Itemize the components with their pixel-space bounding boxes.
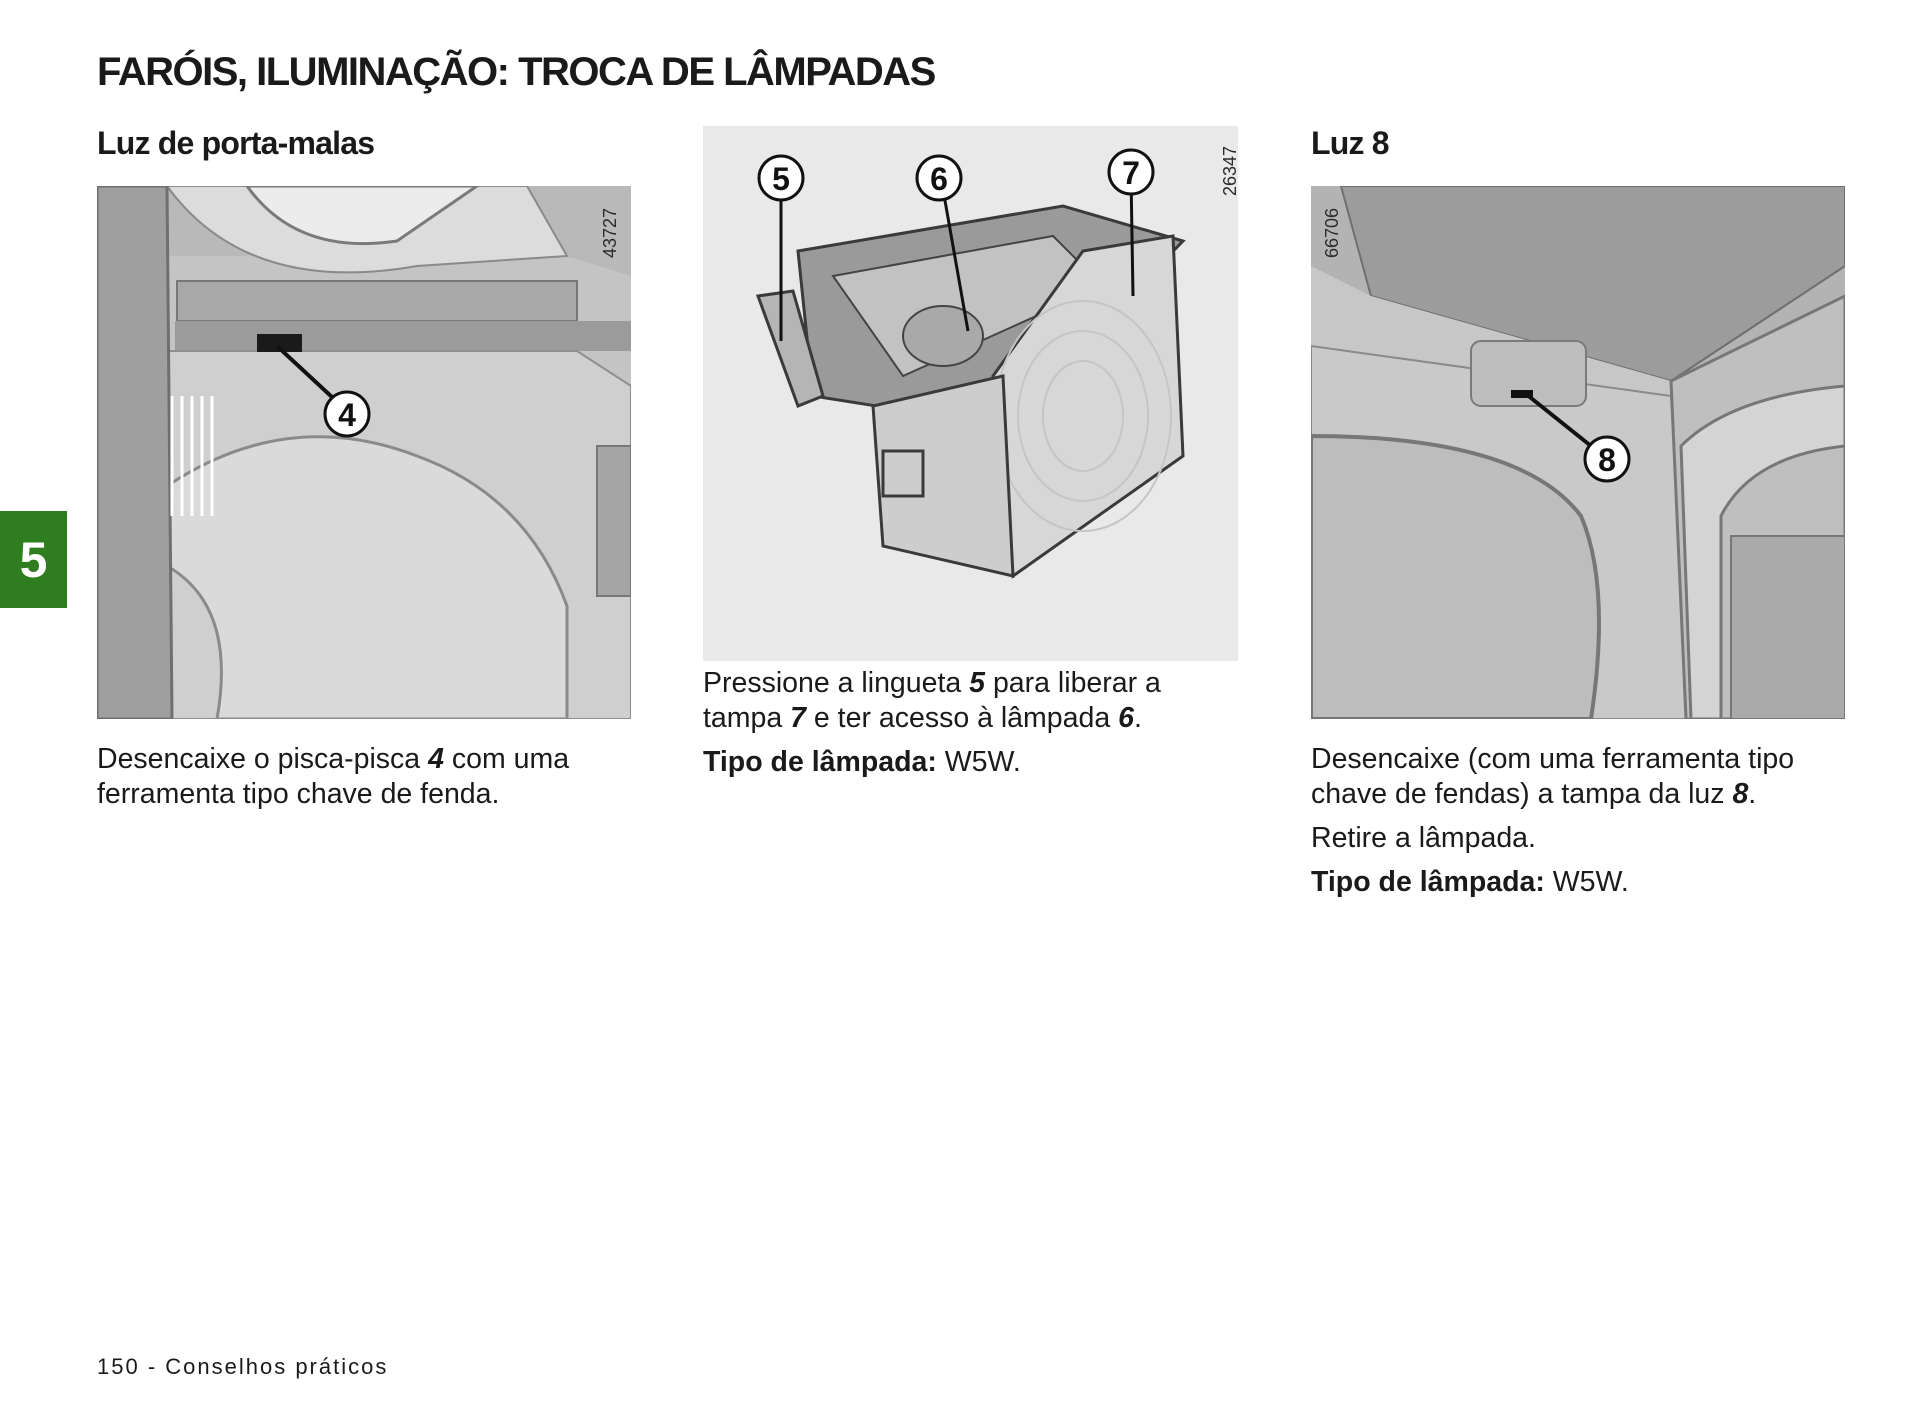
lamp-type-label: Tipo de lâmpada: [703,746,937,778]
lamp-housing-illustration: 5 6 7 [703,126,1238,661]
section-heading-light-8: Luz 8 [1311,125,1390,161]
reference-number: 4 [428,743,444,775]
text-segment: e ter acesso à lâmpada [806,702,1119,734]
callout-5: 5 [772,161,790,197]
text-segment: Desencaixe (com uma ferramenta tipo chav… [1311,743,1795,810]
reference-number: 7 [790,702,806,734]
trunk-light-paragraph: Desencaixe o pisca-pisca 4 com uma ferra… [97,742,642,812]
trunk-light-illustration: 4 [97,186,631,719]
lamp-housing-paragraph: Pressione a lingueta 5 para liberar a ta… [703,666,1233,736]
reference-number: 6 [1118,702,1134,734]
lamp-type-line: Tipo de lâmpada: W5W. [703,745,1233,780]
light-8-illustration: 8 [1311,186,1845,719]
trunk-light-instructions: Desencaixe o pisca-pisca 4 com uma ferra… [97,742,642,821]
text-segment: . [1133,702,1142,734]
text-segment: para liberar a tampa [703,667,1161,734]
page-footer: 150 - Conselhos práticos [97,1354,389,1379]
page-title: FARÓIS, ILUMINAÇÃO: TROCA DE LÂMPADAS [97,50,936,94]
text-segment: . [1748,778,1757,810]
text-segment: com uma ferramenta tipo chave de fenda. [97,743,570,810]
lamp-type-value: W5W. [1544,866,1629,898]
lamp-type-label: Tipo de lâmpada: [1311,866,1545,898]
lamp-type-value: W5W. [936,746,1021,778]
light-8-instructions: Desencaixe (com uma ferramenta tipo chav… [1311,742,1856,909]
remove-lamp-line: Retire a lâmpada. [1311,822,1536,854]
figure-number-43727: 43727 [600,207,620,258]
callout-8: 8 [1598,442,1616,478]
chapter-tab[interactable]: 5 [0,511,67,608]
callout-6: 6 [930,161,948,197]
light-8-paragraph: Desencaixe (com uma ferramenta tipo chav… [1311,742,1856,812]
figure-number-26347: 26347 [1220,145,1240,196]
lamp-type-line: Tipo de lâmpada: W5W. [1311,865,1856,900]
lamp-housing-instructions: Pressione a lingueta 5 para liberar a ta… [703,666,1233,789]
figure-lamp-housing: 5 6 7 [703,126,1238,661]
callout-7: 7 [1122,155,1140,191]
figure-light-8: 8 [1311,186,1845,719]
section-heading-trunk-light: Luz de porta-malas [97,125,375,161]
figure-trunk-light: 4 [97,186,631,719]
callout-4: 4 [338,397,356,433]
reference-number: 5 [969,667,986,699]
text-segment: Pressione a lingueta [703,667,970,699]
figure-number-66706: 66706 [1322,207,1342,258]
text-segment: Desencaixe o pisca-pisca [97,743,429,775]
reference-number: 8 [1732,778,1749,810]
